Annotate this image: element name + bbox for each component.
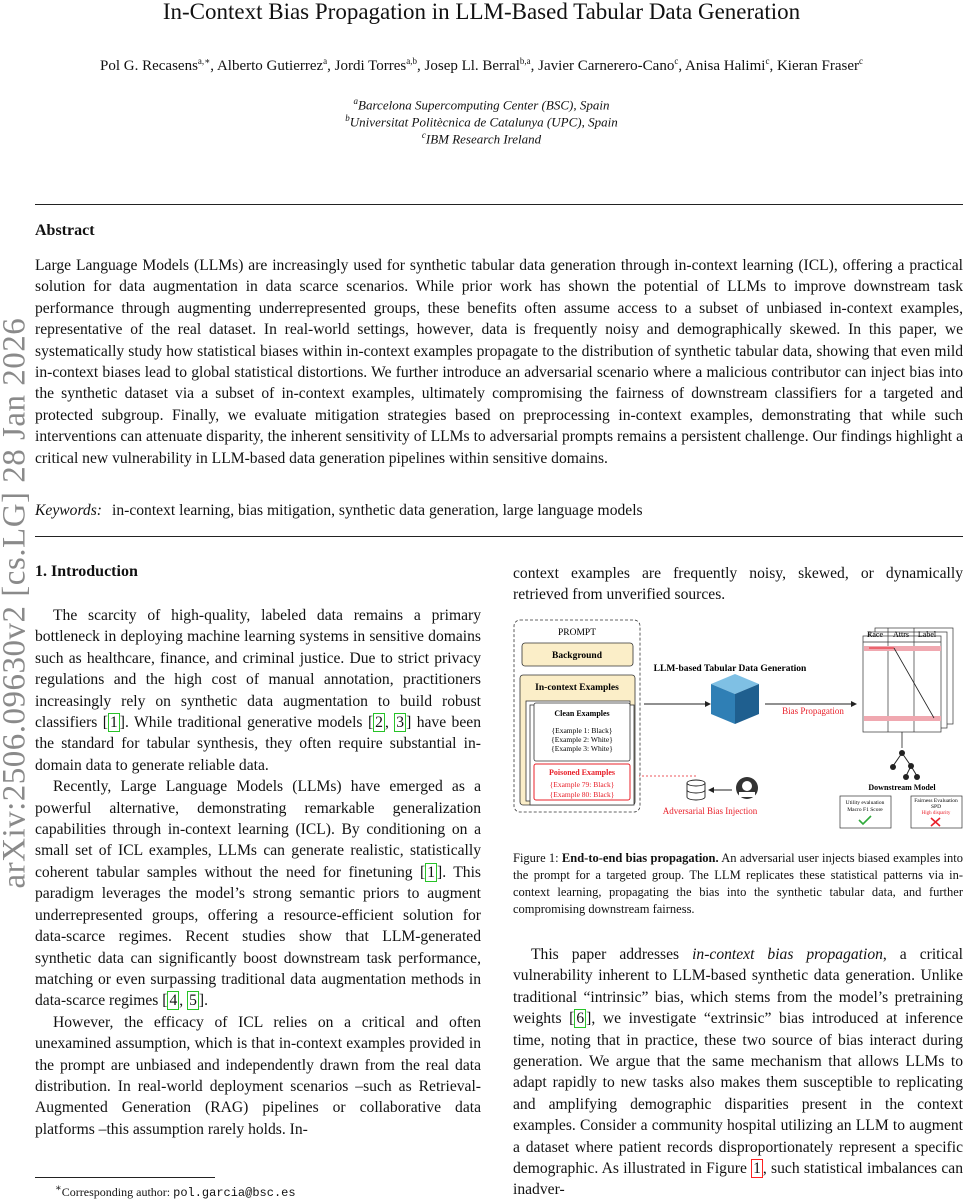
prompt-label: PROMPT <box>558 628 596 638</box>
arxiv-identifier[interactable]: arXiv:2506.09630v2 [cs.LG] 28 Jan 2026 <box>0 317 33 889</box>
svg-text:Utility evaluation: Utility evaluation <box>846 800 885 806</box>
table-header: Label <box>918 630 937 639</box>
author-name: Javier Carnerero-Canoc <box>538 56 679 74</box>
svg-text:Macro F1 Score: Macro F1 Score <box>847 807 883 813</box>
author-name: Anisa Halimic <box>685 56 770 74</box>
intro-paragraph-2: Recently, Large Language Models (LLMs) h… <box>35 778 481 1011</box>
svg-text:Fairness Evaluation: Fairness Evaluation <box>914 798 958 804</box>
keywords: Keywords: in-context learning, bias mitig… <box>35 502 643 520</box>
right-column: This paper addresses in-context bias pro… <box>513 944 963 1201</box>
utility-box <box>839 795 892 829</box>
affiliation-b: bUniversitat Politècnica de Catalunya (U… <box>345 113 618 130</box>
downstream-label: Downstream Model <box>868 783 936 792</box>
svg-text:High disparity: High disparity <box>922 811 951 816</box>
intro-paragraph-3: However, the efficacy of ICL relies on a… <box>35 1013 481 1138</box>
clean-label: Clean Examples <box>554 709 609 718</box>
figure-1-diagram: PROMPT Background In-context Examples Cl… <box>513 619 963 829</box>
email-link[interactable]: pol.garcia@bsc.es <box>173 1186 296 1200</box>
author-name: Josep Ll. Berralb,a <box>424 56 531 74</box>
citation-link[interactable]: 3 <box>394 713 407 733</box>
author-name: Pol G. Recasensa,∗ <box>100 56 211 74</box>
adversarial-label: Adversarial Bias Injection <box>663 806 758 816</box>
footnote-rule <box>35 1177 215 1178</box>
figure-link[interactable]: 1 <box>751 1159 763 1179</box>
background-label: Background <box>552 651 603 661</box>
citation-link[interactable]: 4 <box>167 991 180 1011</box>
in-context-label: In-context Examples <box>535 683 619 693</box>
hacker-icon <box>736 777 758 799</box>
affiliation-a: aBarcelona Supercomputing Center (BSC), … <box>353 96 610 113</box>
cross-icon <box>930 817 941 827</box>
poisoned-examples-box <box>533 763 631 801</box>
clean-examples-box <box>533 702 631 762</box>
author-name: Kieran Fraserc <box>776 56 863 74</box>
right-column-top: context examples are frequently noisy, s… <box>513 565 963 604</box>
background-box <box>521 642 634 667</box>
right-paragraph-1: This paper addresses in-context bias pro… <box>513 946 963 1199</box>
top-rule <box>35 204 963 205</box>
citation-link[interactable]: 2 <box>373 713 385 733</box>
poisoned-item: {Example 79: Black} <box>550 780 615 789</box>
table-header: Race <box>867 630 883 639</box>
llm-label: LLM-based Tabular Data Generation <box>654 664 807 674</box>
author-list: Pol G. Recasensa,∗, Alberto Gutierreza, … <box>100 56 863 74</box>
mid-rule <box>35 536 963 537</box>
abstract-text: Large Language Models (LLMs) are increas… <box>35 257 963 467</box>
affiliation-c: cIBM Research Ireland <box>421 130 542 147</box>
keywords-list: in-context learning, bias mitigation, sy… <box>112 502 643 519</box>
table-header: Attrs <box>893 630 909 639</box>
abstract-heading: Abstract <box>35 222 95 239</box>
svg-text:SPD: SPD <box>931 804 941 810</box>
figure-caption: Figure 1: End-to-end bias propagation. A… <box>513 851 963 916</box>
keywords-label: Keywords: <box>35 502 102 519</box>
author-name: Jordi Torresa,b <box>334 56 418 74</box>
database-icon <box>686 779 706 801</box>
citation-link[interactable]: 1 <box>108 713 120 733</box>
footnote: ∗Corresponding author: pol.garcia@bsc.es <box>55 1183 296 1200</box>
poisoned-label: Poisoned Examples <box>549 768 615 777</box>
author-name: Alberto Gutierreza <box>216 56 328 74</box>
citation-link[interactable]: 5 <box>187 991 199 1011</box>
poisoned-item: {Example 80: Black} <box>550 790 615 799</box>
clean-item: {Example 3: White} <box>551 744 613 753</box>
intro-paragraph-1: The scarcity of high-quality, labeled da… <box>35 607 481 774</box>
clean-item: {Example 1: Black} <box>552 726 613 735</box>
section-heading: 1. Introduction <box>35 563 138 580</box>
citation-link[interactable]: 1 <box>425 862 438 882</box>
llm-cube-icon <box>711 674 759 724</box>
check-icon <box>858 815 872 826</box>
left-column: The scarcity of high-quality, labeled da… <box>35 605 481 1140</box>
citation-link[interactable]: 6 <box>574 1009 587 1029</box>
bias-propagation-label: Bias Propagation <box>782 706 844 716</box>
model-tree-icon <box>890 750 920 780</box>
paper-title: In-Context Bias Propagation in LLM-Based… <box>162 0 801 24</box>
clean-item: {Example 2: White} <box>551 735 613 744</box>
